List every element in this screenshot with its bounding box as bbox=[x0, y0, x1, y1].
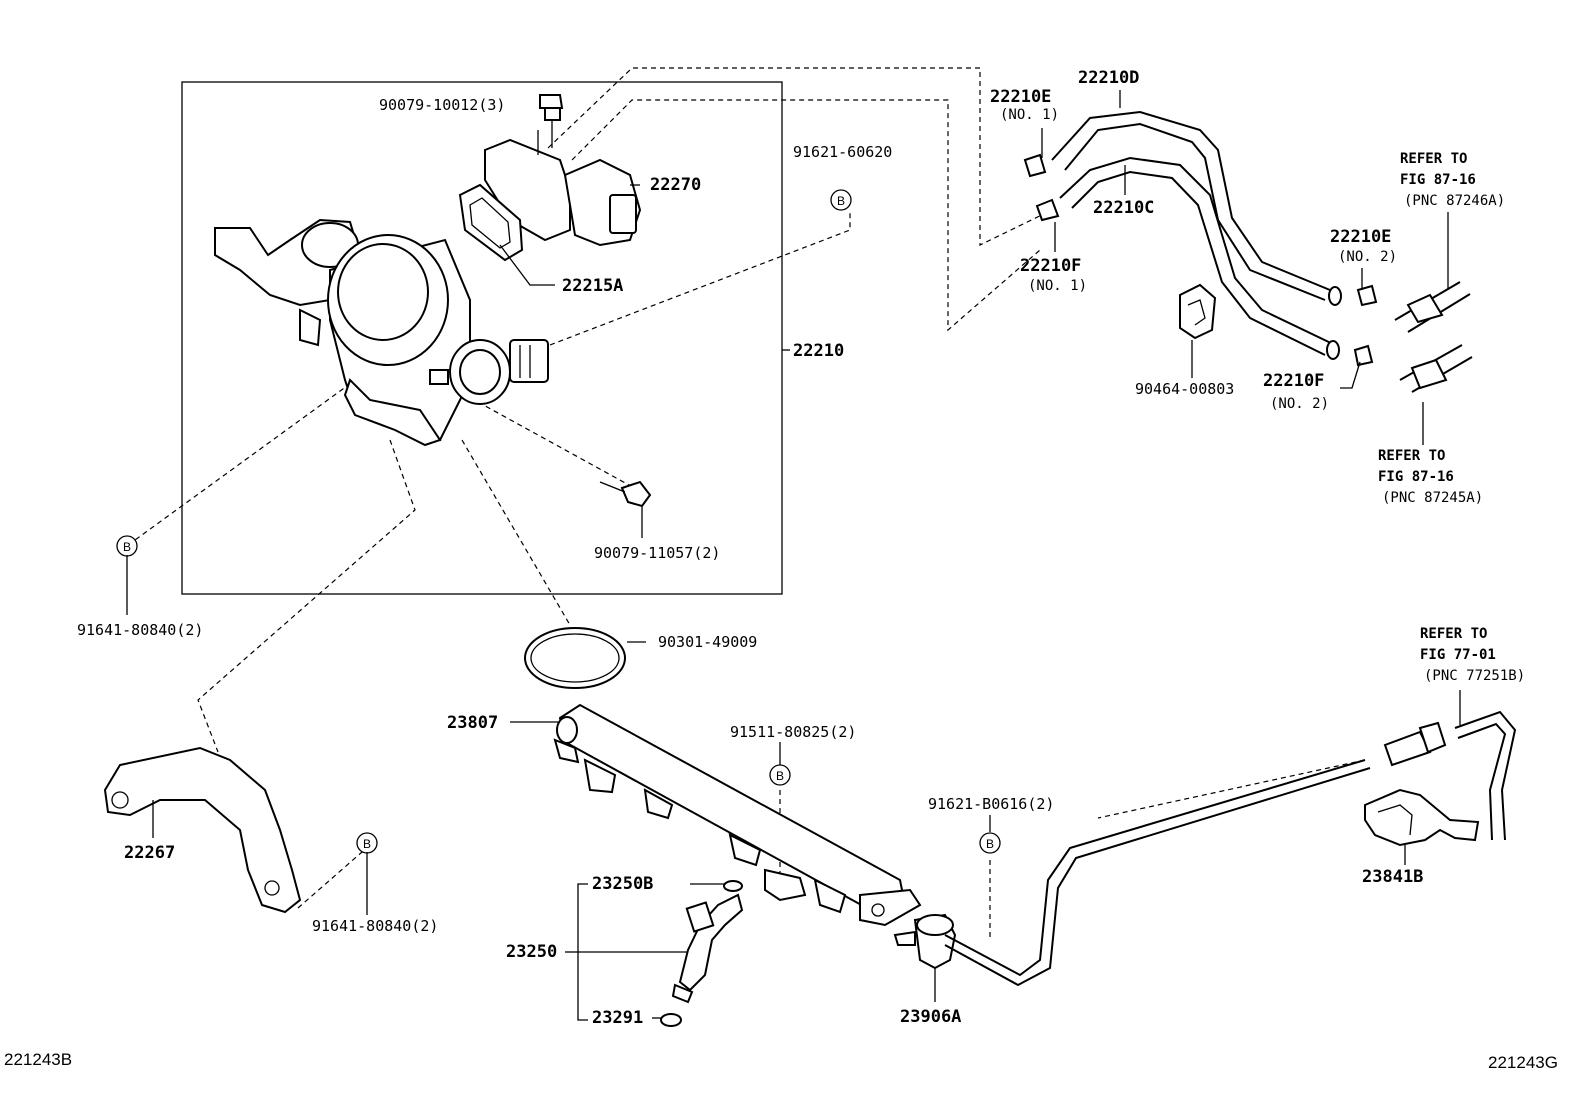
label-90301-49009: 90301-49009 bbox=[658, 633, 757, 651]
label-22215a: 22215A bbox=[562, 276, 623, 296]
label-90079-11057: 90079-11057(2) bbox=[594, 544, 720, 562]
clamp-90464-00803 bbox=[1179, 283, 1217, 340]
b-marker: B bbox=[830, 189, 852, 211]
label-91641-80840-a: 91641-80840(2) bbox=[77, 621, 203, 639]
svg-text:(PNC 87246A): (PNC 87246A) bbox=[1404, 193, 1505, 209]
svg-text:B: B bbox=[776, 769, 784, 783]
pressure-regulator-23906a bbox=[893, 721, 1447, 987]
o-ring-90301-49009 bbox=[524, 627, 626, 689]
gasket-22215a bbox=[458, 183, 524, 262]
leader-lines bbox=[126, 90, 1461, 1021]
fuel-rail-23807 bbox=[553, 703, 922, 927]
label-23250: 23250 bbox=[506, 942, 557, 962]
label-22210f-no2: 22210F bbox=[1263, 371, 1324, 391]
screw-90079-11057 bbox=[599, 480, 652, 508]
refer-note-87245a: REFER TO FIG 87-16 (PNC 87245A) bbox=[1378, 448, 1483, 506]
label-22210e-no1-sub: (NO. 1) bbox=[1000, 107, 1059, 123]
refer-note-77251b: REFER TO FIG 77-01 (PNC 77251B) bbox=[1420, 626, 1525, 684]
label-91641-80840-b: 91641-80840(2) bbox=[312, 917, 438, 935]
svg-text:REFER TO: REFER TO bbox=[1378, 448, 1445, 464]
svg-text:REFER TO: REFER TO bbox=[1420, 626, 1487, 642]
figure-code-right: 221243G bbox=[1488, 1053, 1558, 1072]
label-91621-b0616: 91621-B0616(2) bbox=[928, 795, 1054, 813]
bracket-22267 bbox=[103, 746, 302, 914]
label-23807: 23807 bbox=[447, 713, 498, 733]
label-22270: 22270 bbox=[650, 175, 701, 195]
label-90464-00803: 90464-00803 bbox=[1135, 380, 1234, 398]
throttle-assembly-box bbox=[181, 81, 783, 595]
b-marker: B bbox=[356, 832, 378, 854]
svg-text:FIG 87-16: FIG 87-16 bbox=[1378, 469, 1454, 485]
label-22210: 22210 bbox=[793, 341, 844, 361]
label-22210f-no2-sub: (NO. 2) bbox=[1270, 396, 1329, 412]
fuel-injector-23250 bbox=[660, 880, 744, 1027]
refer-note-87246a: REFER TO FIG 87-16 (PNC 87246A) bbox=[1400, 151, 1505, 209]
label-22210f-no1: 22210F bbox=[1020, 256, 1081, 276]
svg-text:FIG 77-01: FIG 77-01 bbox=[1420, 647, 1496, 663]
b-marker: B bbox=[769, 764, 791, 786]
svg-text:B: B bbox=[123, 540, 131, 554]
label-23250b: 23250B bbox=[592, 874, 653, 894]
isc-valve bbox=[484, 104, 642, 247]
throttle-body bbox=[214, 218, 549, 447]
hoses-22210c-22210d bbox=[1051, 110, 1342, 360]
label-22210f-no1-sub: (NO. 1) bbox=[1028, 278, 1087, 294]
bolt-90079-10012 bbox=[539, 94, 564, 109]
figure-code-left: 221243B bbox=[4, 1050, 72, 1069]
svg-text:(PNC 87245A): (PNC 87245A) bbox=[1382, 490, 1483, 506]
label-91511-80825: 91511-80825(2) bbox=[730, 723, 856, 741]
label-22210e-no2-sub: (NO. 2) bbox=[1338, 249, 1397, 265]
label-23841b: 23841B bbox=[1362, 867, 1423, 887]
clip-23841b bbox=[1364, 710, 1517, 847]
label-22210c: 22210C bbox=[1093, 198, 1154, 218]
label-91621-60620: 91621-60620 bbox=[793, 143, 892, 161]
svg-text:FIG 87-16: FIG 87-16 bbox=[1400, 172, 1476, 188]
label-23906a: 23906A bbox=[900, 1007, 961, 1027]
svg-text:B: B bbox=[363, 837, 371, 851]
label-23291: 23291 bbox=[592, 1008, 643, 1028]
b-marker: B bbox=[116, 535, 138, 557]
label-90079-10012: 90079-10012(3) bbox=[379, 96, 505, 114]
hose-clamps bbox=[1023, 153, 1378, 367]
svg-text:B: B bbox=[837, 194, 845, 208]
svg-text:REFER TO: REFER TO bbox=[1400, 151, 1467, 167]
svg-text:B: B bbox=[986, 837, 994, 851]
label-22210d: 22210D bbox=[1078, 68, 1139, 88]
svg-text:(PNC 77251B): (PNC 77251B) bbox=[1424, 668, 1525, 684]
refer-pipes bbox=[1394, 281, 1473, 393]
b-marker: B bbox=[979, 832, 1001, 854]
label-22210e-no2: 22210E bbox=[1330, 227, 1391, 247]
label-22210e-no1: 22210E bbox=[990, 87, 1051, 107]
label-22267: 22267 bbox=[124, 843, 175, 863]
